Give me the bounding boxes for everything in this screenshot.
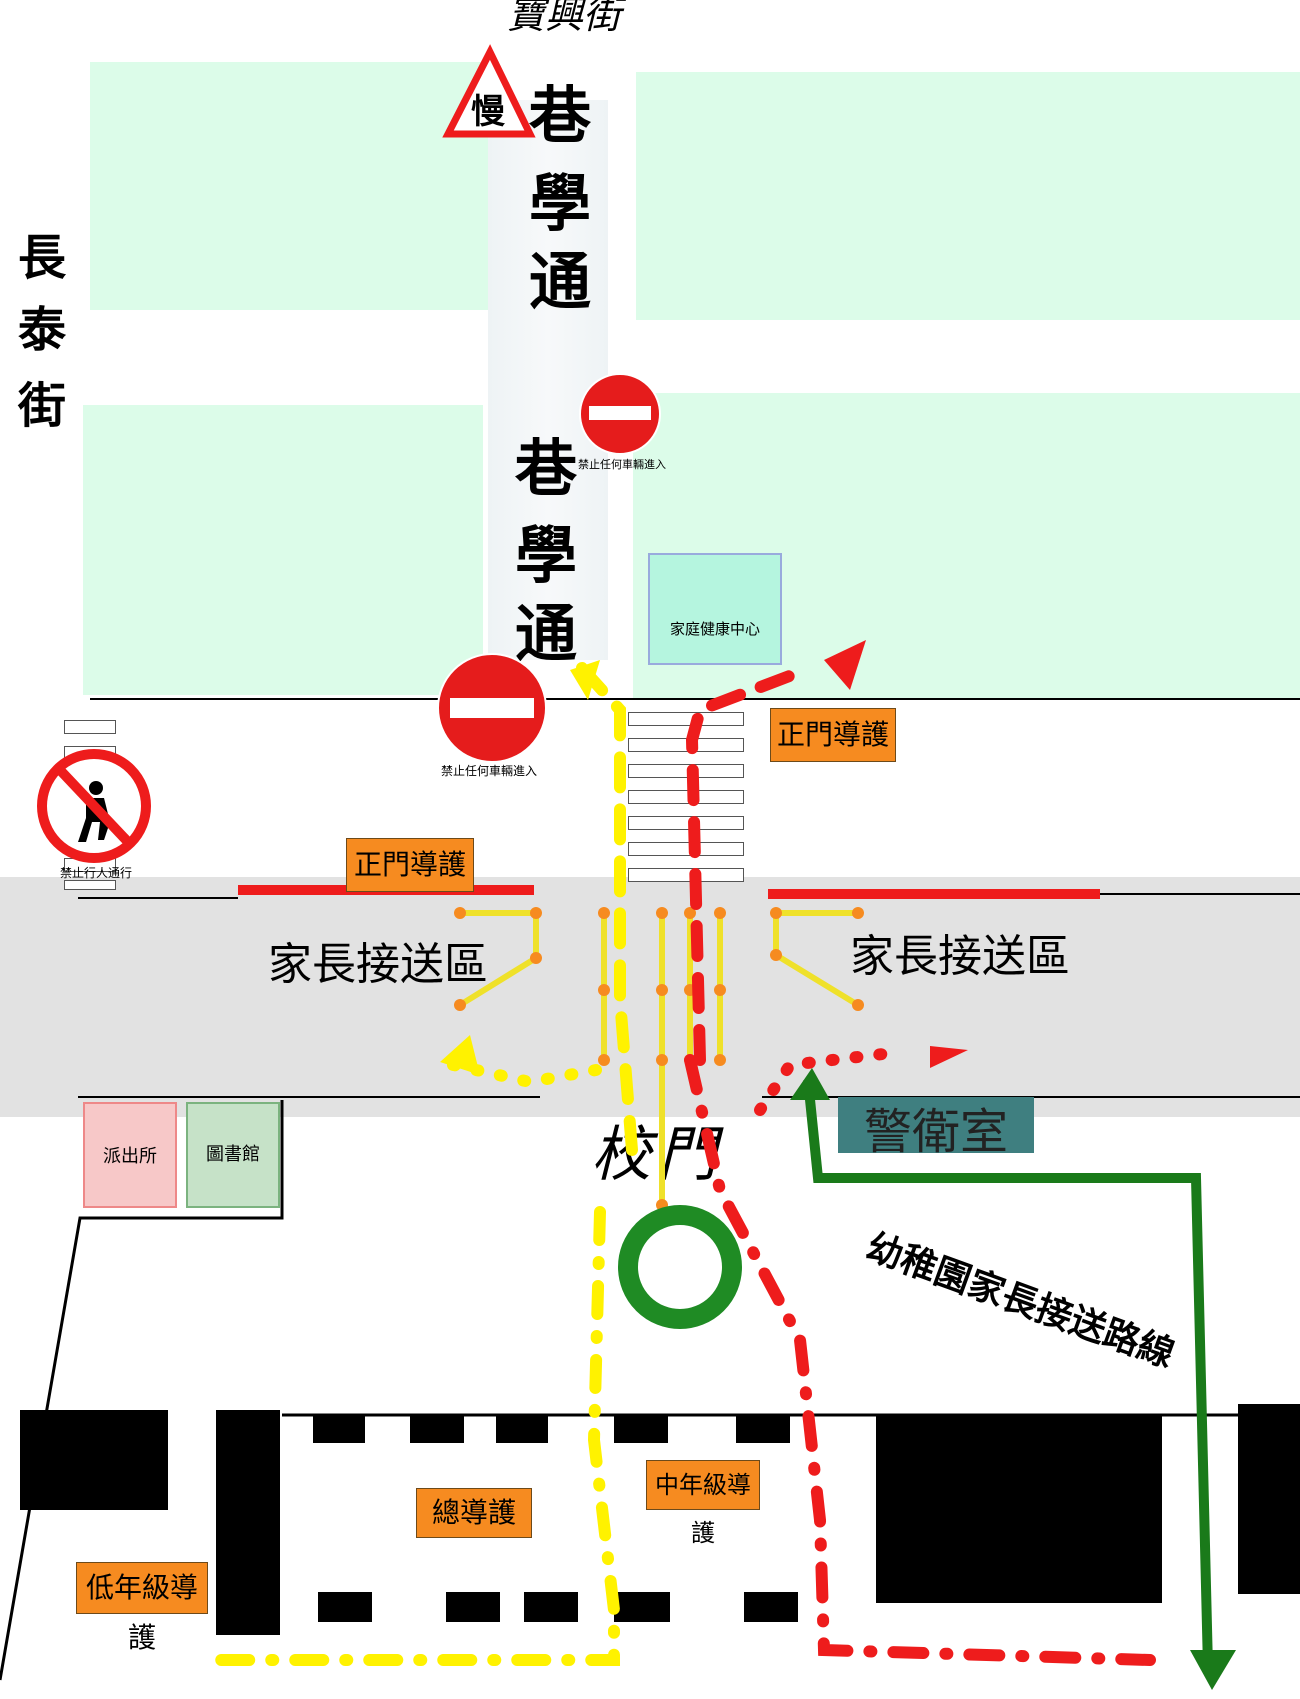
health-center-box — [648, 553, 782, 665]
street-left-char-3: 街 — [17, 378, 66, 434]
library-label: 圖書館 — [206, 1144, 260, 1165]
no-pedestrian-label: 禁止行人通行 — [59, 866, 132, 880]
pillar-bot-1 — [318, 1592, 372, 1622]
guard-lower-grade: 低年級導護 — [76, 1562, 208, 1654]
building-far-right — [1238, 1404, 1300, 1594]
road-edge-gray-top-left — [78, 897, 238, 899]
road-edge-top — [90, 698, 1300, 700]
yellow-arrow-left — [440, 1035, 480, 1075]
lane-strip — [488, 100, 608, 660]
pillar-bot-4 — [614, 1592, 670, 1622]
lane-upper-char-1: 巷 — [528, 79, 591, 152]
red-route — [684, 666, 1156, 1666]
green-arrow-up — [790, 1068, 830, 1100]
road-edge-gray-top-right — [1100, 893, 1300, 895]
pillar-top-2 — [410, 1415, 464, 1443]
lane-lower-char-2: 學 — [514, 519, 577, 592]
main-road — [0, 877, 1300, 1117]
health-center-label: 家庭健康中心 — [669, 620, 760, 638]
building-far-left — [20, 1410, 168, 1510]
guide-dots — [454, 907, 864, 1211]
lane-upper-char-2: 學 — [528, 167, 591, 240]
roundabout — [618, 1205, 742, 1329]
no-entry-label-1: 禁止任何車輛進入 — [578, 458, 666, 471]
road-edge-bottom-left — [78, 1096, 540, 1098]
lane-lower-char-1: 巷 — [514, 432, 577, 505]
street-left-char-1: 長 — [17, 230, 66, 286]
pillar-top-4 — [614, 1415, 668, 1443]
yellow-arrow-top — [570, 660, 600, 700]
pickup-zone-right-label: 家長接送區 — [850, 931, 1070, 982]
police-label: 派出所 — [103, 1146, 157, 1167]
street-top-label: 寶興街 — [506, 0, 621, 37]
pillar-top-5 — [736, 1415, 790, 1443]
guard-general: 總導護 — [416, 1488, 532, 1538]
green-route — [803, 1079, 1213, 1669]
green-arrow-down — [1190, 1650, 1236, 1690]
pillar-bot-5 — [744, 1592, 798, 1622]
pickup-zone-left-label: 家長接送區 — [268, 939, 488, 990]
pillar-bot-3 — [524, 1592, 578, 1622]
red-arrow-right — [930, 1046, 968, 1068]
guard-room-box — [838, 1097, 1034, 1153]
gate-label: 校門 — [591, 1120, 723, 1190]
pillar-top-3 — [496, 1415, 548, 1443]
red-arrow-top — [824, 640, 866, 690]
guard-front-left: 正門導護 — [346, 838, 474, 892]
lane-upper-char-3: 通 — [528, 245, 591, 318]
red-curb-right — [768, 889, 1100, 899]
street-left-char-2: 泰 — [17, 302, 66, 358]
guard-middle-grade: 中年級導護 — [646, 1460, 760, 1547]
pillar-bot-2 — [446, 1592, 500, 1622]
guard-room-label: 警衛室 — [863, 1104, 1008, 1160]
pillar-top-1 — [313, 1415, 365, 1443]
police-box — [83, 1102, 177, 1208]
crosswalk — [628, 712, 744, 882]
block-top-left — [90, 62, 490, 310]
yellow-route — [194, 662, 638, 1666]
building-left-wall — [216, 1410, 280, 1635]
slow-sign-label: 慢 — [471, 92, 505, 132]
guard-front-right: 正門導護 — [770, 708, 896, 762]
block-top-right — [636, 72, 1300, 320]
block-mid-left — [83, 405, 483, 695]
library-box — [186, 1102, 280, 1208]
building-right — [876, 1415, 1162, 1603]
lane-lower-char-3: 通 — [514, 597, 577, 670]
no-entry-label-2: 禁止任何車輛進入 — [440, 764, 537, 778]
